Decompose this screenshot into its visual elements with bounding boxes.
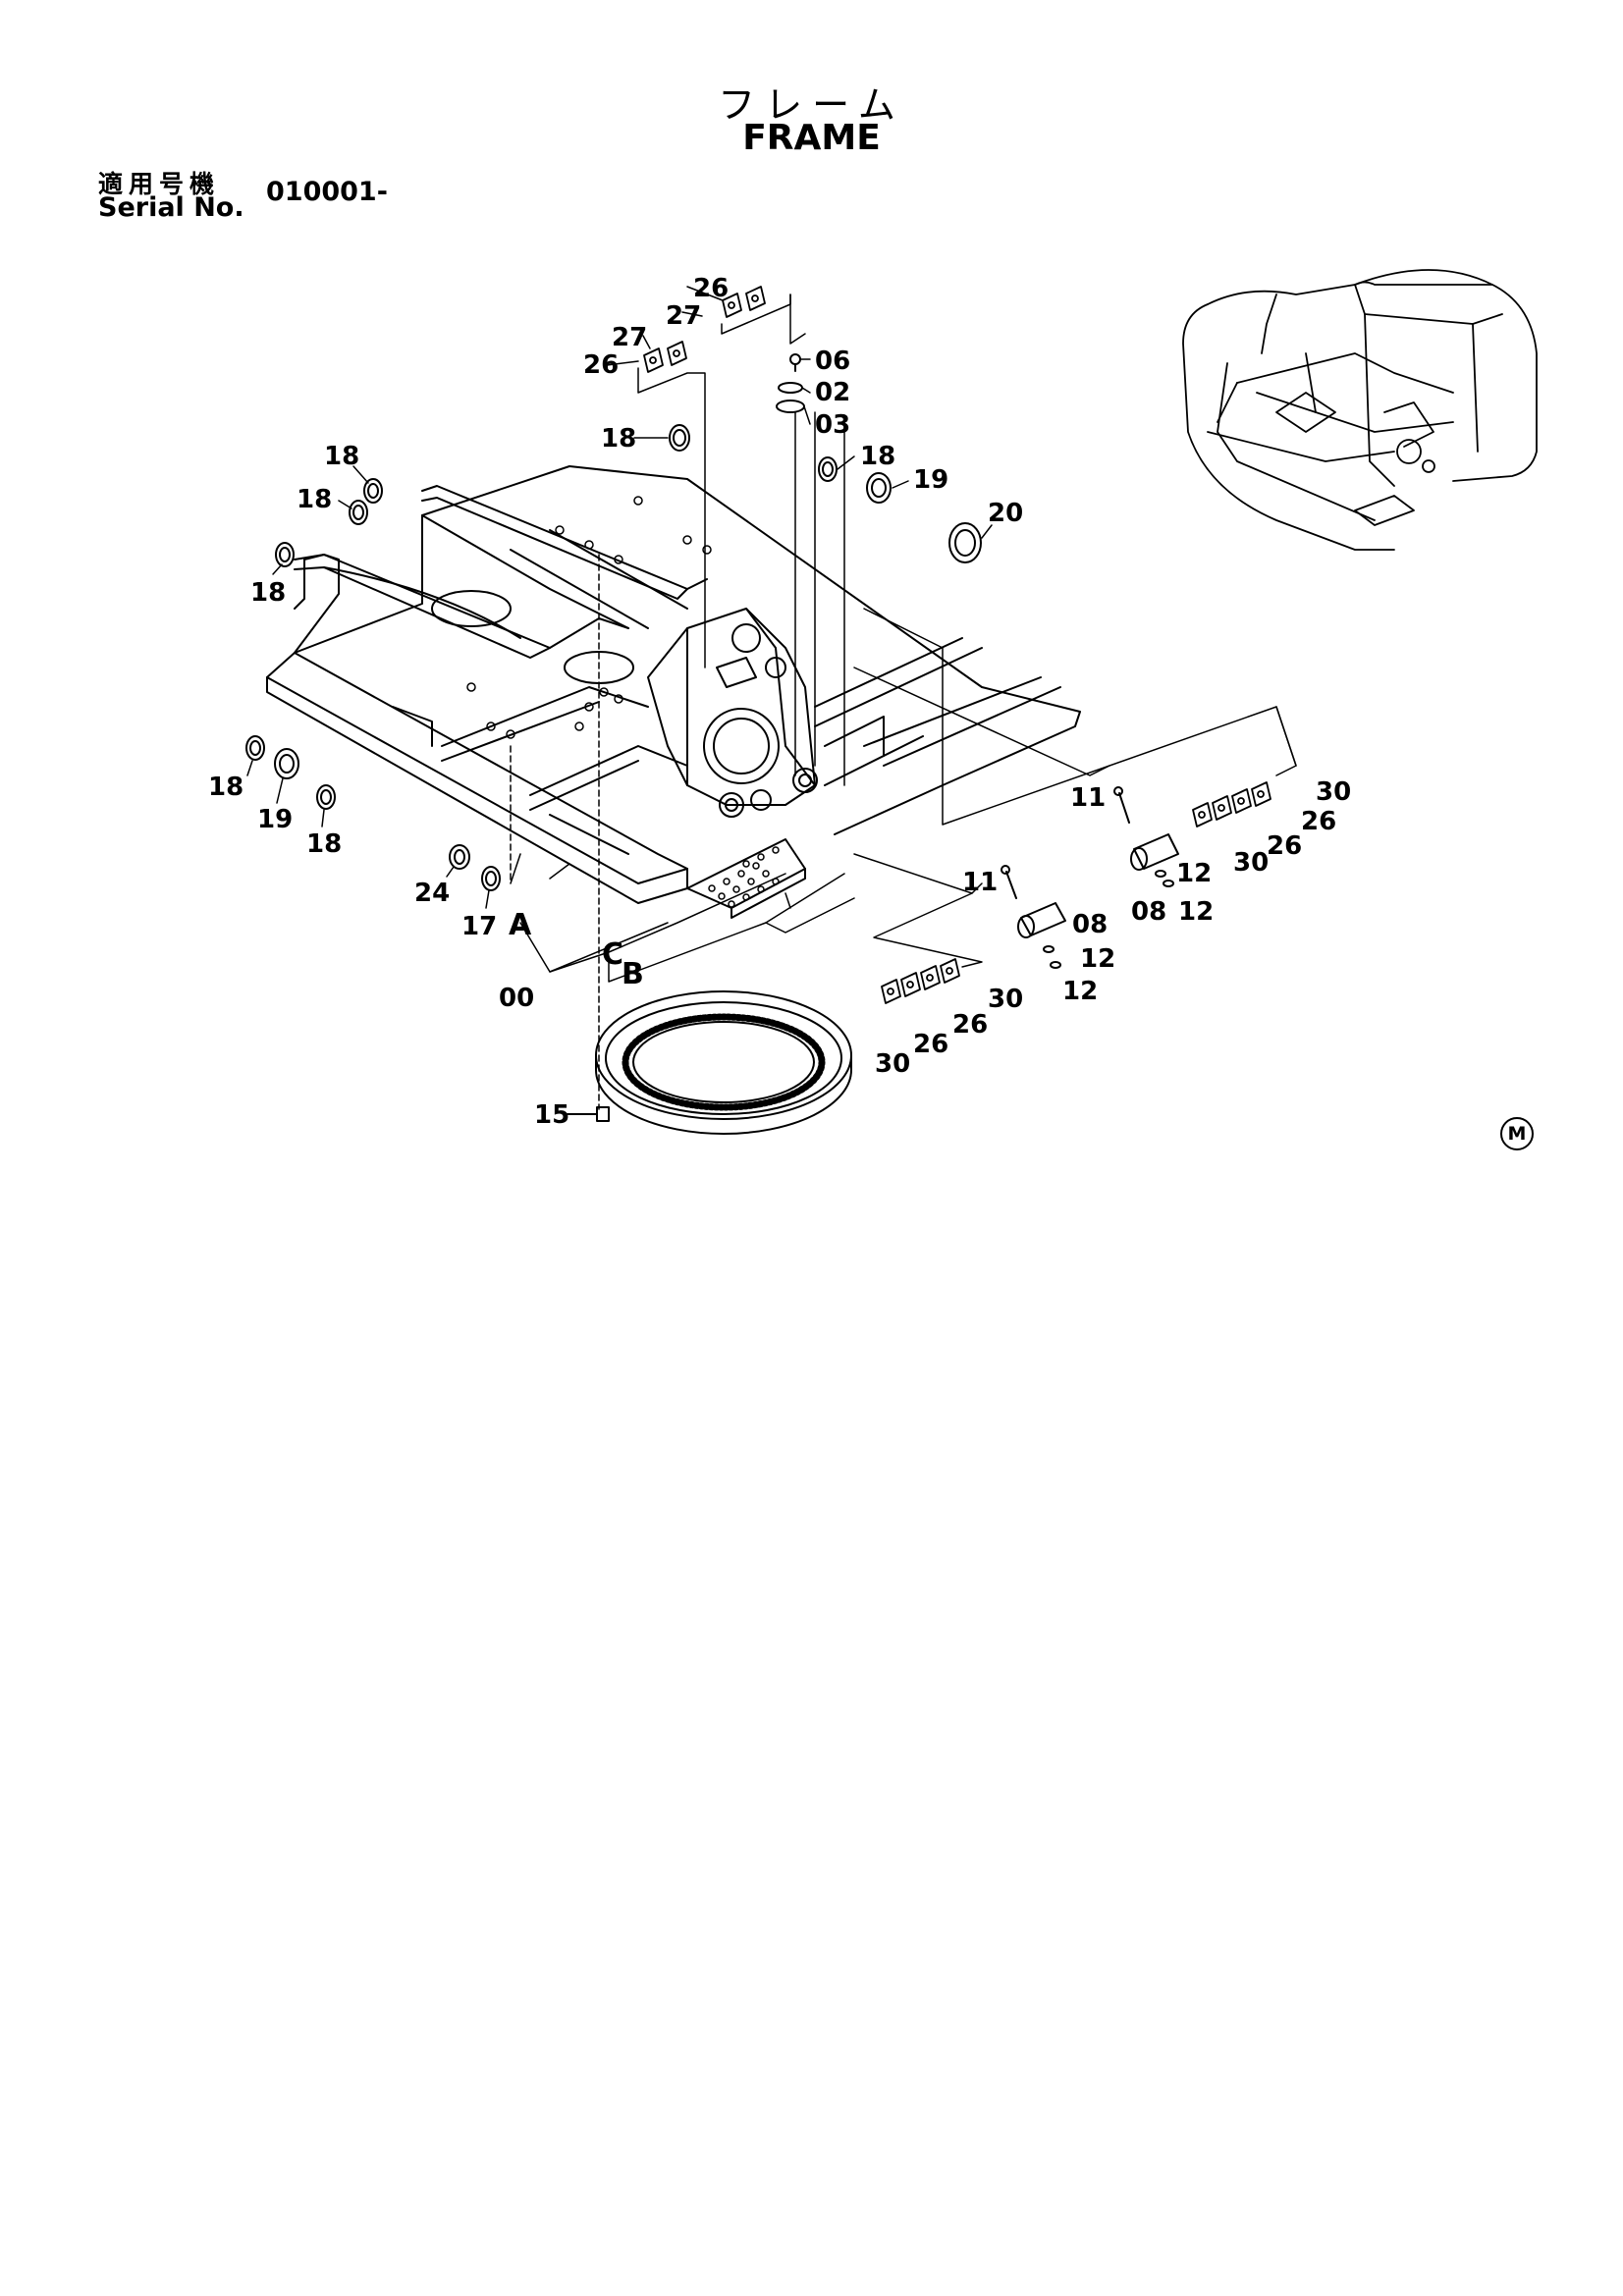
page-title-japanese: フレーム bbox=[718, 83, 905, 127]
callout-labels: 26 27 27 26 06 02 03 18 18 18 18 18 19 2… bbox=[208, 274, 1351, 1130]
page-title: FRAME bbox=[742, 118, 881, 158]
callout-02: 02 bbox=[815, 378, 850, 407]
callout-26: 26 bbox=[1267, 831, 1302, 861]
callout-12: 12 bbox=[1080, 944, 1115, 974]
callout-18: 18 bbox=[601, 424, 636, 454]
callout-27: 27 bbox=[612, 323, 647, 352]
callout-03: 03 bbox=[815, 410, 850, 440]
pin-assembly-drawing bbox=[567, 286, 1271, 1122]
callout-30: 30 bbox=[1316, 777, 1351, 807]
serial-number: 010001- bbox=[266, 177, 388, 207]
callout-18: 18 bbox=[297, 485, 332, 514]
callout-27: 27 bbox=[666, 301, 701, 331]
callout-30: 30 bbox=[1233, 848, 1269, 878]
callout-12: 12 bbox=[1176, 859, 1212, 888]
inset-machine-drawing bbox=[1182, 269, 1538, 551]
callout-12: 12 bbox=[1178, 897, 1214, 927]
callout-26: 26 bbox=[913, 1030, 948, 1059]
callout-30: 30 bbox=[875, 1049, 910, 1079]
leader-lines bbox=[246, 225, 1297, 1110]
callout-12: 12 bbox=[1062, 977, 1098, 1006]
callout-18: 18 bbox=[324, 442, 359, 471]
callout-26: 26 bbox=[583, 350, 619, 380]
callout-15: 15 bbox=[534, 1100, 569, 1130]
callout-11: 11 bbox=[962, 868, 998, 897]
callout-c: C bbox=[602, 937, 623, 972]
callout-26: 26 bbox=[693, 274, 729, 303]
swing-bearing-drawing bbox=[595, 990, 852, 1135]
upper-frame-drawing bbox=[266, 465, 1081, 919]
callout-17: 17 bbox=[461, 912, 497, 941]
callout-19: 19 bbox=[913, 465, 948, 495]
callout-a: A bbox=[509, 908, 532, 942]
callout-19: 19 bbox=[257, 805, 293, 834]
callout-08: 08 bbox=[1131, 897, 1166, 927]
callout-00: 00 bbox=[499, 984, 534, 1013]
serial-label-japanese: 適用号機 bbox=[98, 170, 221, 198]
callout-b: B bbox=[622, 957, 644, 991]
seal-rings-drawing bbox=[245, 424, 982, 891]
callout-20: 20 bbox=[988, 499, 1023, 528]
callout-18: 18 bbox=[306, 829, 342, 859]
callout-26: 26 bbox=[952, 1010, 988, 1040]
callout-06: 06 bbox=[815, 347, 850, 376]
callout-26: 26 bbox=[1301, 807, 1336, 836]
callout-18: 18 bbox=[208, 773, 243, 802]
callout-30: 30 bbox=[988, 985, 1023, 1014]
callout-18: 18 bbox=[250, 578, 286, 608]
manufacturer-mark: M bbox=[1500, 1117, 1534, 1150]
callout-24: 24 bbox=[414, 879, 450, 908]
callout-18: 18 bbox=[860, 442, 895, 471]
callout-08: 08 bbox=[1072, 910, 1108, 939]
serial-label: Serial No. bbox=[98, 192, 244, 223]
callout-11: 11 bbox=[1070, 783, 1106, 813]
